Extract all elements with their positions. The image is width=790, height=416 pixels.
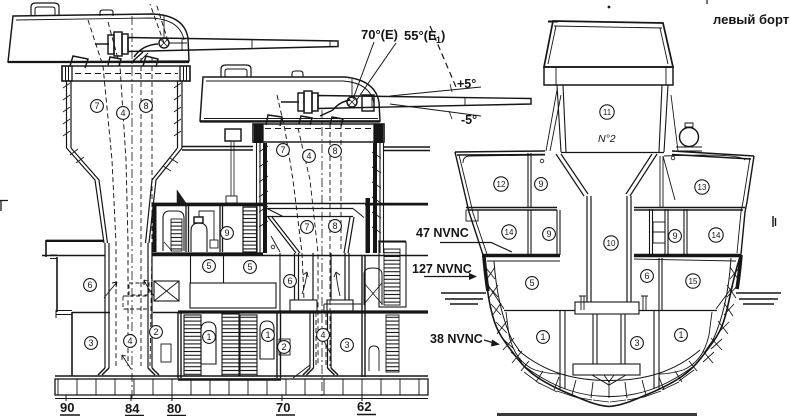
svg-text:6: 6 <box>644 271 649 281</box>
svg-text:9: 9 <box>224 228 229 238</box>
svg-text:+5°: +5° <box>457 77 476 91</box>
svg-text:38 NVNC: 38 NVNC <box>430 332 483 346</box>
svg-text:13: 13 <box>698 183 707 192</box>
svg-text:55°(E: 55°(E <box>404 28 437 43</box>
svg-text:47 NVNC: 47 NVNC <box>416 226 469 240</box>
svg-text:9: 9 <box>538 179 543 189</box>
svg-text:8: 8 <box>332 221 337 231</box>
svg-text:90: 90 <box>60 400 74 415</box>
svg-text:70°(E): 70°(E) <box>361 27 398 42</box>
svg-text:N°2: N°2 <box>598 133 616 145</box>
svg-text:2: 2 <box>153 327 158 337</box>
svg-text:15: 15 <box>689 277 698 286</box>
svg-text:14: 14 <box>712 231 721 240</box>
svg-text:9: 9 <box>672 231 677 241</box>
svg-text:4: 4 <box>320 330 325 340</box>
svg-text:5: 5 <box>247 262 252 272</box>
svg-text:1: 1 <box>206 332 211 342</box>
svg-text:1: 1 <box>540 332 545 342</box>
svg-text:3: 3 <box>88 338 93 348</box>
svg-text:5: 5 <box>529 278 534 288</box>
svg-text:5: 5 <box>206 261 211 271</box>
svg-text:6: 6 <box>87 280 92 290</box>
svg-text:12: 12 <box>497 180 506 189</box>
svg-text:7: 7 <box>94 101 99 111</box>
svg-text:1: 1 <box>436 35 441 45</box>
svg-text:1: 1 <box>265 330 270 340</box>
svg-text:1: 1 <box>678 330 683 340</box>
svg-text:-5°: -5° <box>461 113 477 127</box>
svg-text:): ) <box>441 28 445 43</box>
svg-text:6: 6 <box>287 276 292 286</box>
svg-text:70: 70 <box>276 400 290 415</box>
svg-text:2: 2 <box>281 342 286 352</box>
svg-text:левый борт: левый борт <box>713 12 789 27</box>
svg-text:4: 4 <box>306 151 311 161</box>
svg-text:8: 8 <box>143 101 148 111</box>
svg-text:7: 7 <box>304 222 309 232</box>
svg-text:14: 14 <box>505 228 514 237</box>
svg-text:3: 3 <box>634 338 639 348</box>
svg-text:84: 84 <box>125 401 140 416</box>
svg-text:8: 8 <box>332 146 337 156</box>
svg-text:10: 10 <box>607 239 616 248</box>
svg-text:62: 62 <box>357 399 371 414</box>
svg-text:4: 4 <box>120 108 125 118</box>
svg-text:80: 80 <box>167 401 181 416</box>
svg-text:4: 4 <box>127 336 132 346</box>
svg-text:7: 7 <box>280 145 285 155</box>
svg-text:9: 9 <box>546 229 551 239</box>
svg-text:11: 11 <box>603 108 612 117</box>
svg-text:3: 3 <box>344 340 349 350</box>
svg-text:127 NVNC: 127 NVNC <box>412 262 472 276</box>
